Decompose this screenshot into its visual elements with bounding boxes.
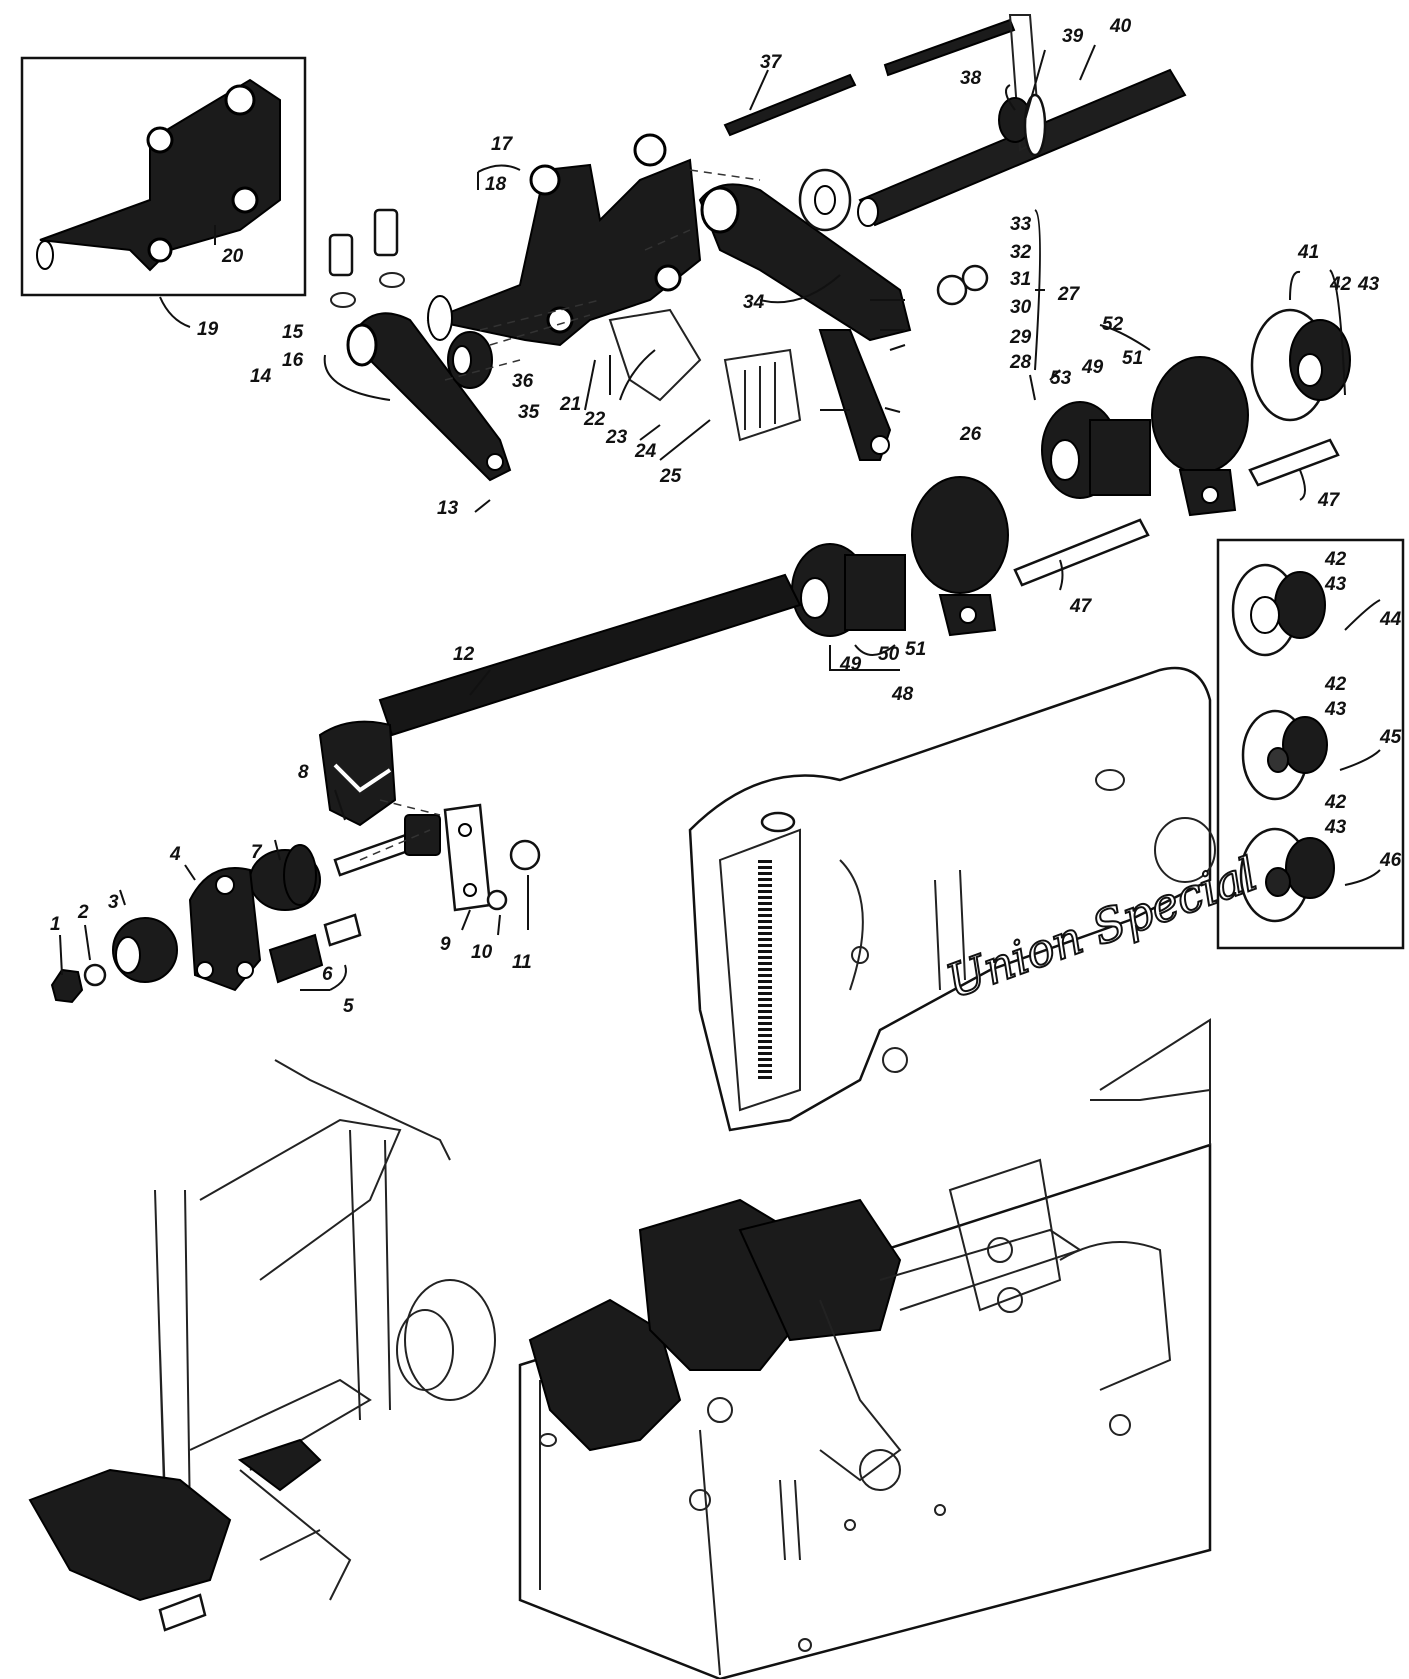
label-19: 19 <box>197 319 219 340</box>
rod-part-37b <box>883 18 1016 77</box>
label-22: 22 <box>583 409 606 430</box>
label-6: 6 <box>322 964 333 985</box>
label-21: 21 <box>559 394 581 415</box>
label-23: 23 <box>605 427 628 448</box>
label-40: 40 <box>1109 16 1132 37</box>
label-20: 20 <box>221 246 244 267</box>
label-37: 37 <box>760 52 783 73</box>
label-42b: 42 <box>1324 549 1347 570</box>
bearing-assembly-48 <box>791 476 1009 637</box>
label-17: 17 <box>491 134 514 155</box>
alignment-lines <box>359 169 761 861</box>
spring-part-39 <box>1023 93 1047 157</box>
label-29: 29 <box>1009 327 1032 348</box>
feed-dog-part-25 <box>723 348 802 442</box>
upper-feed-rocker-assembly <box>426 133 912 461</box>
label-41: 41 <box>1297 242 1319 263</box>
label-50: 50 <box>878 644 900 665</box>
label-43a: 43 <box>1357 274 1380 295</box>
screw-part-10 <box>486 889 508 911</box>
part-number-labels: 1 2 3 4 5 6 7 8 9 10 11 12 13 14 15 16 1… <box>50 16 1402 1017</box>
mechanism-overview-sketch <box>28 1059 496 1632</box>
label-24: 24 <box>634 441 657 462</box>
label-36: 36 <box>512 371 534 392</box>
eccentric-part-41 <box>1250 308 1351 422</box>
label-44: 44 <box>1379 609 1402 630</box>
inset-box-part-19 <box>20 56 307 297</box>
crank-part-14 <box>346 312 512 482</box>
shaft-part-40 <box>857 68 1187 227</box>
label-34: 34 <box>743 292 765 313</box>
label-45: 45 <box>1379 727 1402 748</box>
label-53: 53 <box>1050 368 1072 389</box>
label-3: 3 <box>108 892 119 913</box>
label-14: 14 <box>250 366 272 387</box>
leader-lines <box>59 44 1381 991</box>
label-13: 13 <box>437 498 459 519</box>
label-7: 7 <box>251 842 263 863</box>
label-16: 16 <box>282 350 304 371</box>
label-5: 5 <box>343 996 354 1017</box>
label-2: 2 <box>77 902 89 923</box>
label-48: 48 <box>891 684 914 705</box>
label-42c: 42 <box>1324 674 1347 695</box>
label-12: 12 <box>453 644 475 665</box>
label-39: 39 <box>1062 26 1084 47</box>
label-4: 4 <box>169 844 181 865</box>
feed-shaft-part-12 <box>318 573 802 827</box>
label-1: 1 <box>50 914 61 935</box>
label-26: 26 <box>959 424 982 445</box>
pin-part-47a <box>1248 438 1340 487</box>
bearing-assembly-52 <box>1041 356 1249 517</box>
label-25: 25 <box>659 466 682 487</box>
label-33: 33 <box>1010 214 1032 235</box>
label-43b: 43 <box>1324 574 1347 595</box>
label-11: 11 <box>512 952 532 973</box>
screw-part-15 <box>328 233 354 277</box>
nut-part-31 <box>961 264 989 292</box>
label-51a: 51 <box>905 639 926 660</box>
pin-part-47b <box>1013 518 1150 587</box>
label-46: 46 <box>1379 850 1402 871</box>
label-43d: 43 <box>1324 817 1347 838</box>
label-30: 30 <box>1010 297 1032 318</box>
label-10: 10 <box>471 942 493 963</box>
sewing-machine-body <box>518 666 1216 1679</box>
label-49a: 49 <box>839 654 862 675</box>
label-47a: 47 <box>1317 490 1341 511</box>
screw-part-11 <box>509 839 541 871</box>
rod-part-37 <box>723 73 857 137</box>
label-52: 52 <box>1102 314 1124 335</box>
inset-box-eccentrics <box>1216 538 1405 950</box>
label-42a: 42 <box>1329 274 1352 295</box>
label-38: 38 <box>960 68 982 89</box>
label-27: 27 <box>1057 284 1081 305</box>
label-31: 31 <box>1010 269 1031 290</box>
label-49b: 49 <box>1081 357 1104 378</box>
label-35: 35 <box>518 402 540 423</box>
label-18: 18 <box>485 174 507 195</box>
label-51b: 51 <box>1122 348 1143 369</box>
bracket-part-23 <box>608 308 702 402</box>
label-32: 32 <box>1010 242 1032 263</box>
screw-part-15b <box>373 208 399 257</box>
label-42d: 42 <box>1324 792 1347 813</box>
label-9: 9 <box>440 934 451 955</box>
label-47b: 47 <box>1069 596 1093 617</box>
label-15: 15 <box>282 322 304 343</box>
label-8: 8 <box>298 762 309 783</box>
leader-19 <box>159 296 191 328</box>
label-43c: 43 <box>1324 699 1347 720</box>
label-28: 28 <box>1009 352 1032 373</box>
nut-part-30 <box>936 274 968 306</box>
